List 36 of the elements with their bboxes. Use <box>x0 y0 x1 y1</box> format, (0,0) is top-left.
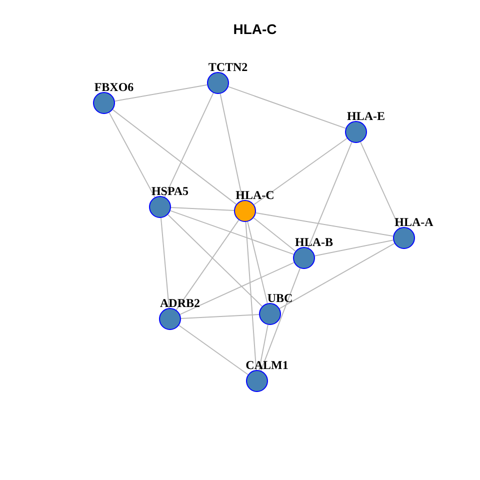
edge-line <box>258 324 268 371</box>
edge-line <box>170 210 294 255</box>
edge-line <box>160 217 170 309</box>
node-label: UBC <box>267 293 293 303</box>
node-label: HLA-C <box>236 190 274 200</box>
edge-line <box>112 109 237 205</box>
node-label: FBXO6 <box>94 82 134 92</box>
edge-line <box>180 262 294 315</box>
edge-line <box>260 268 301 372</box>
node-label: TCTN2 <box>208 62 248 72</box>
edge-line <box>167 214 263 307</box>
edge-line <box>253 217 296 252</box>
node-label: ADRB2 <box>160 298 200 308</box>
edge-line <box>245 221 257 371</box>
edge-line <box>314 240 394 256</box>
edge-line <box>178 324 249 376</box>
edge-line <box>228 86 346 129</box>
edge-line <box>360 142 400 228</box>
edge-line <box>108 112 156 198</box>
node-label: HLA-A <box>394 217 434 227</box>
edge-line <box>308 142 352 248</box>
chart-title: HLA-C <box>233 21 277 37</box>
edge-line <box>279 242 395 310</box>
node-label: CALM1 <box>246 360 288 370</box>
node-label: HLA-E <box>346 111 385 121</box>
node-label: HSPA5 <box>151 186 189 196</box>
edge-line <box>253 138 348 206</box>
edge-line <box>180 314 260 319</box>
edge-line <box>255 212 394 237</box>
edge-line <box>176 220 240 310</box>
node-label: HLA-B <box>294 237 333 247</box>
edge-line <box>114 84 208 102</box>
edge-line <box>170 207 234 211</box>
edge-line <box>220 93 244 201</box>
edge-line <box>164 92 214 198</box>
edge-line <box>247 221 268 304</box>
